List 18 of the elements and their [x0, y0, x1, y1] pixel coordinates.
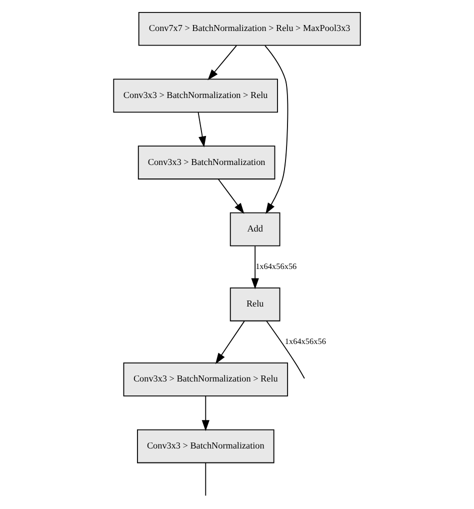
node-box: Relu [230, 287, 280, 322]
node-box: Add [230, 212, 280, 246]
node-box: Conv3x3 > BatchNormalization [137, 429, 274, 464]
arrow [251, 246, 259, 290]
node-box: Conv3x3 > BatchNormalization [138, 146, 276, 180]
edge-label: 1x64x56x56 [256, 262, 297, 271]
arrow [198, 112, 206, 148]
connector [205, 462, 206, 496]
node-box: Conv3x3 > BatchNormalization > Relu [123, 362, 288, 396]
node-box: Conv7x7 > BatchNormalization > Relu > MaxPool3x3 [138, 12, 361, 46]
edge-label: 1x64x56x56 [284, 336, 326, 346]
arrow [202, 396, 210, 432]
arrow [215, 320, 245, 364]
connector [266, 320, 305, 379]
arrow [264, 45, 288, 214]
node-box: Conv3x3 > BatchNormalization > Relu [113, 78, 278, 113]
arrow [208, 45, 237, 80]
arrow [218, 178, 244, 214]
